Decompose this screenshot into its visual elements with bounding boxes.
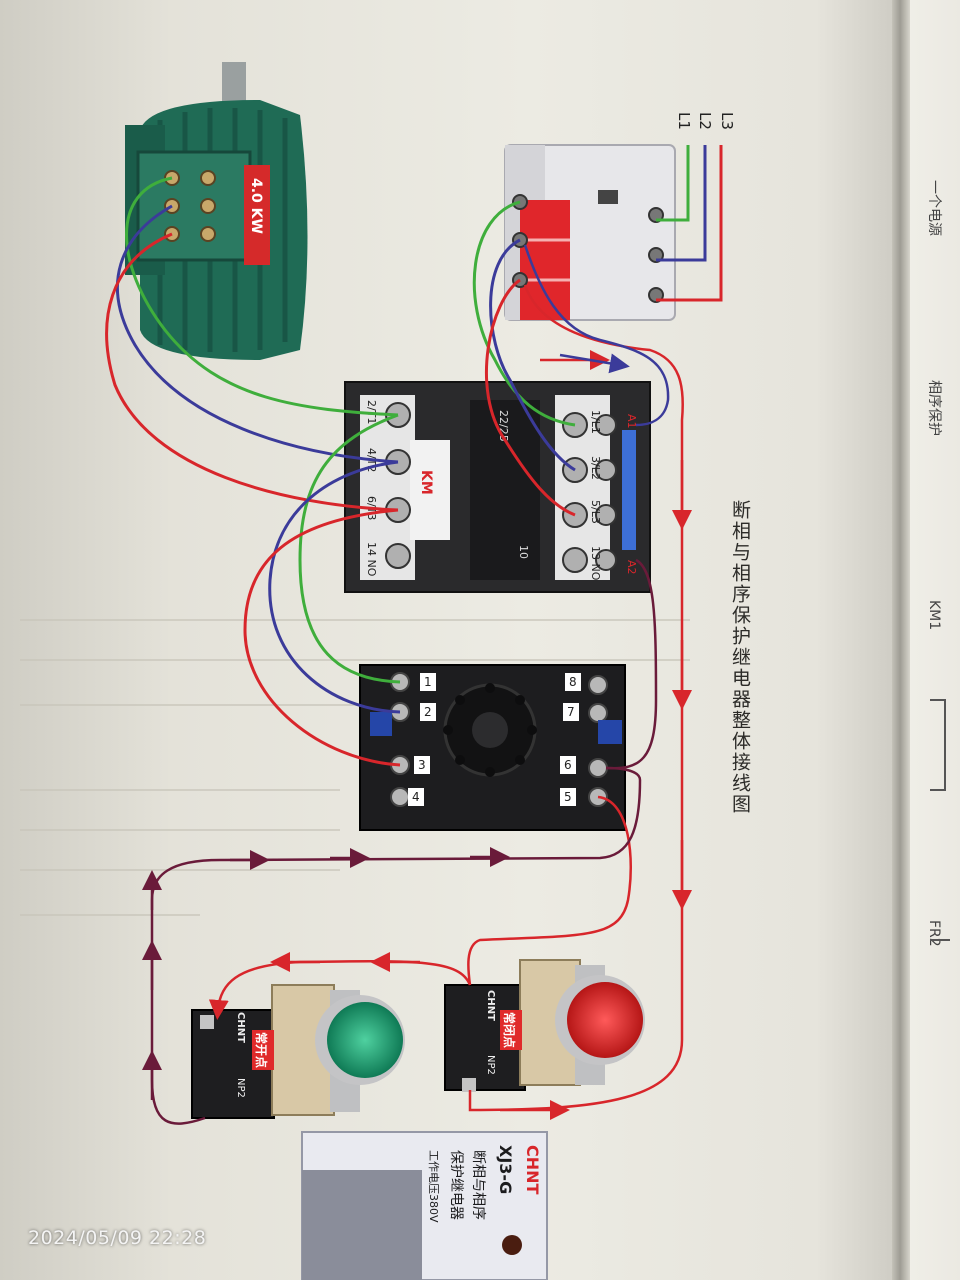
photo-timestamp: 2024/05/09 22:28 [28, 1227, 207, 1249]
line-label-l2: L2 [696, 112, 714, 130]
relay-terminal-3: 3 [418, 758, 426, 772]
line-label-l3: L3 [718, 112, 736, 130]
svg-text:FR2: FR2 [926, 920, 942, 947]
motor: 4.0 KW [125, 62, 308, 360]
contactor-rating: 10 [517, 545, 530, 559]
km-top-13no: 13 NO [589, 546, 602, 581]
contactor-coil-strip [622, 430, 636, 550]
km-bottom-14no: 14 NO [365, 542, 378, 577]
relay-terminal-7: 7 [567, 705, 575, 719]
breaker-to-km-wires [472, 200, 576, 517]
svg-text:相序保护: 相序保护 [926, 380, 942, 436]
circuit-breaker [504, 144, 676, 321]
relay-box-line1: 断相与相序 [470, 1150, 486, 1220]
diagram-caption: 断相与相序保护继电器整体接线图 [729, 500, 751, 815]
stop-button-cap [567, 982, 643, 1058]
page-background-text [20, 619, 690, 916]
start-button-model: NP2 [235, 1078, 246, 1098]
contactor-name: KM [418, 470, 434, 495]
km-coil-a2: A2 [625, 560, 638, 575]
km-top-l3: 5/L3 [589, 500, 602, 524]
km-coil-a1: A1 [625, 414, 638, 429]
start-button-label: 常开点 [254, 1032, 269, 1068]
relay-terminal-4: 4 [412, 790, 420, 804]
start-button-brand: CHNT [235, 1012, 246, 1043]
page-gutter [892, 0, 910, 1280]
km-top-l2: 3/L2 [589, 456, 602, 480]
relay-box-line2: 保护继电器 [448, 1150, 464, 1220]
km-to-relay-wires [243, 413, 401, 767]
svg-text:一个电源: 一个电源 [926, 180, 942, 236]
km-top-l1: 1/L1 [589, 410, 602, 434]
control-circuit-wires [142, 244, 692, 1125]
line-label-l1: L1 [675, 112, 693, 130]
stop-button-brand: CHNT [485, 990, 496, 1021]
motor-power-label: 4.0 KW [248, 178, 264, 234]
stop-button-label: 常闭点 [502, 1012, 517, 1048]
relay-box-brand: CHNT [523, 1145, 542, 1195]
motor-nameplate [244, 165, 270, 265]
stop-button: 常闭点 CHNT NP2 [444, 959, 645, 1092]
start-button: 常开点 CHNT NP2 [191, 984, 405, 1119]
relay-terminal-2: 2 [424, 705, 432, 719]
relay-base: 1 2 3 4 5 6 7 8 [359, 664, 626, 831]
relay-box-line3: 工作电压380V [427, 1150, 440, 1223]
km-to-motor-wires [105, 176, 399, 512]
motor-terminals [164, 170, 216, 242]
stop-button-model: NP2 [485, 1055, 496, 1075]
relay-box-model: XJ3-G [496, 1145, 515, 1194]
relay-terminal-5: 5 [564, 790, 572, 804]
supply-lines: L3 L2 L1 [656, 112, 736, 302]
relay-terminal-6: 6 [564, 758, 572, 772]
start-button-cap [327, 1002, 403, 1078]
facing-page-fragments: 一个电源 相序保护 KM1 FR2 [926, 180, 950, 947]
svg-text:KM1: KM1 [926, 600, 942, 630]
relay-product-box: CHNT XJ3-G 断相与相序 保护继电器 工作电压380V [301, 1131, 548, 1280]
relay-terminal-8: 8 [569, 675, 577, 689]
breaker-handle [520, 200, 570, 320]
relay-terminal-1: 1 [424, 675, 432, 689]
